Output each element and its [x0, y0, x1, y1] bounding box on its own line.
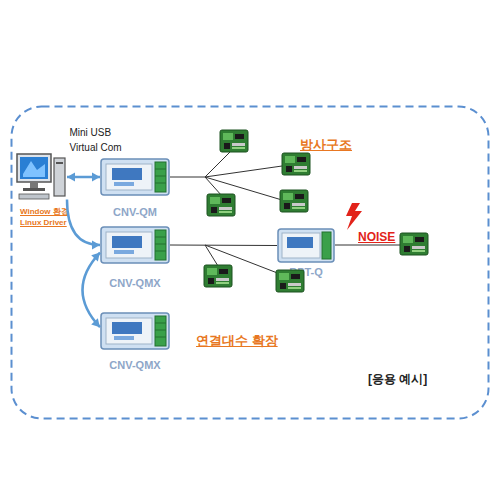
- device-box: CNV-QMX: [100, 312, 170, 350]
- note-label: NOISE: [358, 230, 395, 244]
- device-box: CNV-QM: [100, 158, 170, 196]
- board-module: [204, 265, 232, 287]
- device-label: CNV-QMX: [85, 276, 185, 290]
- device-illustration: [277, 228, 335, 263]
- connector: [67, 200, 100, 246]
- arrow-head: [91, 318, 100, 327]
- lightning-symbol: [346, 203, 362, 230]
- driver-label: Window 환경 Linux Driver: [20, 206, 78, 228]
- board-module: [207, 194, 235, 216]
- board-module: [220, 130, 248, 152]
- arrow-head: [67, 173, 75, 182]
- connector: [67, 176, 100, 179]
- caption-text: [응용 예시]: [368, 372, 478, 387]
- note-label: 연결대수 확장: [196, 332, 278, 350]
- board-module: [282, 153, 310, 175]
- edge-label: Mini USB Virtual Com: [70, 125, 132, 155]
- board-module: [280, 190, 308, 212]
- board-module: [400, 233, 428, 255]
- arrow-head: [92, 173, 100, 182]
- device-box: Window 환경 Linux Driver: [15, 152, 67, 202]
- arrow-head: [92, 241, 100, 250]
- board-module: [276, 270, 304, 292]
- connector: [170, 245, 277, 247]
- device-box: CNV-QMX: [100, 226, 170, 264]
- arrow-head: [91, 253, 100, 262]
- pc-illustration: [15, 152, 67, 202]
- fan-wires: [170, 152, 400, 274]
- device-label: CNV-QM: [85, 205, 185, 219]
- device-illustration: [100, 312, 170, 350]
- device-box: RPT-Q: [277, 228, 335, 263]
- connector: [83, 253, 101, 328]
- device-illustration: [100, 158, 170, 196]
- note-label: 방사구조: [300, 136, 352, 154]
- device-label: CNV-QMX: [85, 358, 185, 372]
- device-illustration: [100, 226, 170, 264]
